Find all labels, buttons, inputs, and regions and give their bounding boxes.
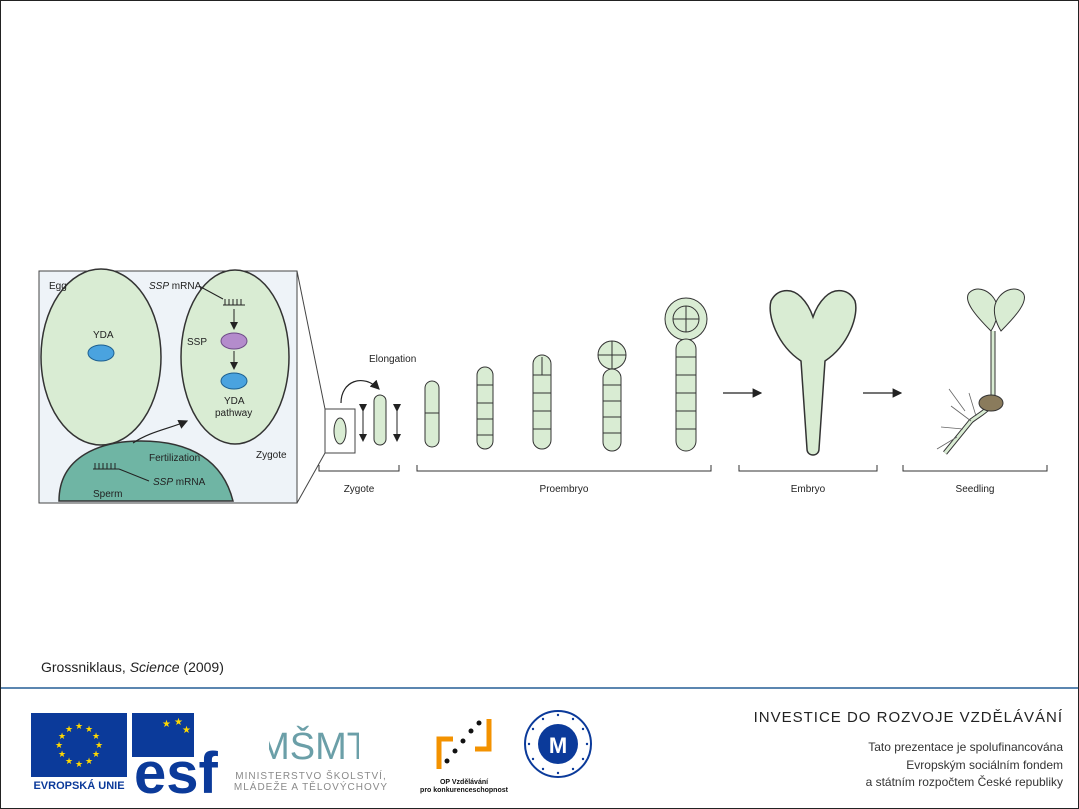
stage-label-zygote: Zygote bbox=[344, 484, 375, 495]
ssp-mrna-bottom-label: SSP mRNA bbox=[153, 477, 206, 488]
zygote-cell bbox=[180, 269, 290, 445]
svg-text:★: ★ bbox=[85, 756, 93, 766]
proembryo-stage-5 bbox=[664, 297, 708, 452]
stage-label-proembryo: Proembryo bbox=[540, 484, 589, 495]
embryo-bracket bbox=[738, 465, 878, 472]
svg-text:★: ★ bbox=[55, 740, 63, 750]
svg-text:M: M bbox=[549, 733, 567, 758]
svg-text:esf: esf bbox=[134, 741, 219, 797]
stage-label-seedling: Seedling bbox=[956, 484, 995, 495]
svg-text:★: ★ bbox=[174, 717, 183, 728]
elongated-zygote bbox=[373, 394, 387, 446]
seedling-shape bbox=[936, 288, 1025, 455]
egg-label: Egg bbox=[49, 281, 67, 292]
yda-protein bbox=[87, 344, 115, 362]
svg-text:★: ★ bbox=[58, 749, 66, 759]
msmt-logo: MŠMT bbox=[258, 707, 370, 769]
yda-pathway-line2: pathway bbox=[215, 408, 252, 419]
svg-text:★: ★ bbox=[65, 724, 73, 734]
svg-text:MŠMT: MŠMT bbox=[269, 724, 359, 768]
elongation-arrow bbox=[340, 379, 380, 404]
funding-title: INVESTICE DO ROZVOJE VZDĚLÁVÁNÍ bbox=[753, 709, 1063, 726]
ssp-mrna-top-glyph bbox=[224, 299, 242, 305]
funding-statement: Tato prezentace je spolufinancována Evro… bbox=[865, 740, 1063, 789]
muni-seal-logo: M bbox=[523, 709, 593, 779]
proembryo-stage-4 bbox=[597, 340, 627, 452]
esf-logo: ★★★ esf bbox=[132, 713, 228, 806]
ssp-protein bbox=[220, 332, 248, 350]
yda-label: YDA bbox=[93, 330, 114, 341]
embryo-shape bbox=[769, 289, 857, 456]
svg-text:★: ★ bbox=[162, 719, 171, 730]
ssp-mrna-top-label: SSP mRNA bbox=[149, 281, 202, 292]
sperm-cell bbox=[58, 440, 234, 502]
svg-text:★: ★ bbox=[65, 756, 73, 766]
fertilization-arrow bbox=[132, 420, 189, 444]
seedling-bracket bbox=[902, 465, 1048, 472]
ssp-label: SSP bbox=[187, 337, 207, 348]
svg-text:★: ★ bbox=[75, 759, 83, 769]
svg-text:★: ★ bbox=[92, 731, 100, 741]
proembryo-bracket bbox=[416, 465, 712, 472]
footer-rule bbox=[1, 687, 1078, 689]
proembryo-stage-3 bbox=[532, 354, 552, 450]
svg-text:★: ★ bbox=[85, 724, 93, 734]
elongation-label: Elongation bbox=[369, 354, 416, 365]
fertilization-label: Fertilization bbox=[149, 453, 200, 464]
svg-text:★: ★ bbox=[182, 725, 191, 736]
zygote-bracket bbox=[318, 465, 400, 472]
ssp-mrna-bottom-glyph bbox=[94, 463, 116, 469]
embryogenesis-diagram: Egg YDA Sperm SSP mRNA SSP mRNA SSP YDA … bbox=[38, 268, 1048, 504]
op-caption: OP Vzdělávání pro konkurenceschopnost bbox=[420, 779, 508, 794]
op-logo bbox=[433, 713, 495, 775]
citation: Grossniklaus, Science (2009) bbox=[41, 659, 224, 675]
yda-pathway-protein bbox=[220, 372, 248, 390]
stage-label-embryo: Embryo bbox=[791, 484, 826, 495]
msmt-caption: MINISTERSTVO ŠKOLSTVÍ, MLÁDEŽE A TĚLOVÝC… bbox=[233, 771, 389, 793]
eu-label: EVROPSKÁ UNIE bbox=[33, 780, 125, 792]
svg-text:★: ★ bbox=[58, 731, 66, 741]
eu-flag-logo: ★★★★ ★★★★ ★★★★ bbox=[31, 713, 127, 777]
svg-text:★: ★ bbox=[95, 740, 103, 750]
yda-pathway-line1: YDA bbox=[224, 396, 245, 407]
svg-text:★: ★ bbox=[75, 721, 83, 731]
zygote-inset-label: Zygote bbox=[256, 450, 287, 461]
proembryo-stage-1 bbox=[424, 380, 440, 448]
proembryo-stage-2 bbox=[476, 366, 494, 450]
svg-text:★: ★ bbox=[92, 749, 100, 759]
sperm-label: Sperm bbox=[93, 489, 122, 500]
